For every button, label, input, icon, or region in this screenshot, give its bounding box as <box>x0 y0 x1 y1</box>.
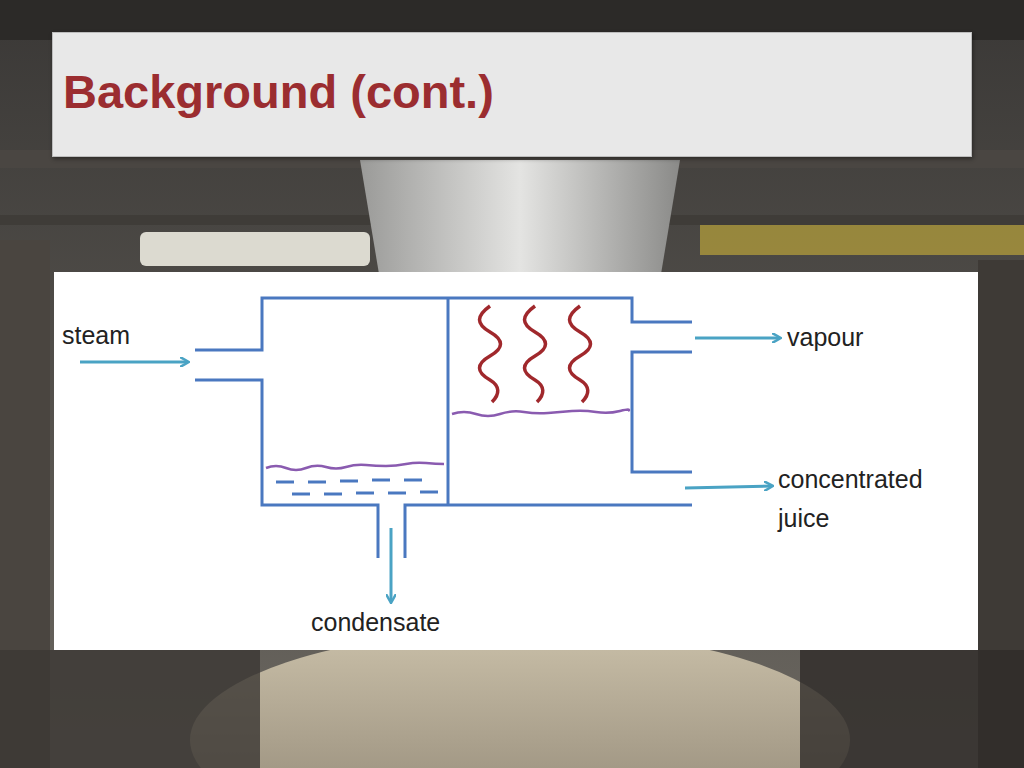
floor-shadow <box>0 650 260 768</box>
juice-surface <box>452 410 629 417</box>
hopper <box>360 160 680 280</box>
dash <box>324 493 342 496</box>
dash <box>420 491 438 494</box>
dash <box>308 481 326 484</box>
sugar-pile <box>190 630 850 768</box>
vessel-outline <box>405 505 692 558</box>
condensate-surface <box>266 463 444 470</box>
dash <box>404 479 422 482</box>
vapour-waves <box>480 306 591 402</box>
flow-arrows <box>80 338 780 602</box>
vessel-walls <box>195 298 692 558</box>
dash <box>356 492 374 495</box>
lamp <box>140 232 370 266</box>
condensate-dashes <box>276 480 438 494</box>
vessel-outline <box>195 298 692 350</box>
dash <box>292 493 310 496</box>
vessel-outline <box>632 352 692 472</box>
vapour-wave <box>480 306 501 402</box>
flow-label: vapour <box>787 318 863 357</box>
dash <box>340 480 358 483</box>
yellow-rail <box>700 225 1024 255</box>
juice-arrow <box>685 486 772 488</box>
flow-label: concentrated juice <box>778 460 968 538</box>
flow-label: steam <box>62 316 130 355</box>
condensate-arrow <box>390 528 393 602</box>
vapour-wave <box>570 306 591 402</box>
vapour-arrow <box>695 337 780 340</box>
dash <box>388 492 406 495</box>
slide-title: Background (cont.) <box>63 66 494 118</box>
dash <box>276 481 294 484</box>
dash <box>372 479 390 482</box>
vapour-wave <box>525 306 546 402</box>
heating-wall <box>447 298 450 505</box>
flow-label: condensate <box>311 603 440 642</box>
steam-arrow <box>80 361 188 364</box>
floor-shadow <box>800 650 1024 768</box>
